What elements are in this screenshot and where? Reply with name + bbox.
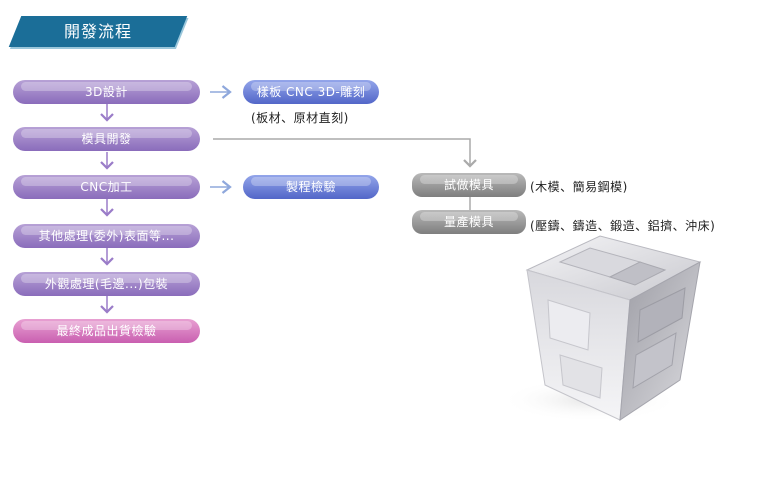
page-title: 開發流程 xyxy=(63,22,132,41)
node-trial-mold[interactable]: 試做模具 xyxy=(412,173,526,197)
branch-process-inspection[interactable]: 製程檢驗 xyxy=(243,175,379,199)
branch-cnc-carving[interactable]: 樣板 CNC 3D-雕刻 xyxy=(243,80,379,104)
production-mold-note: (壓鑄、鑄造、鍛造、鋁擠、沖床) xyxy=(530,219,716,233)
step-surface-treatment[interactable]: 其他處理(委外)表面等... xyxy=(13,224,200,248)
step-3d-design[interactable]: 3D設計 xyxy=(13,80,200,104)
node-production-mold[interactable]: 量產模具 xyxy=(412,210,526,234)
step-appearance-packaging[interactable]: 外觀處理(毛邊...)包裝 xyxy=(13,272,200,296)
step-mold-development[interactable]: 模具開發 xyxy=(13,127,200,151)
arrow-mold-branch xyxy=(213,138,477,168)
trial-mold-note: (木模、簡易鋼模) xyxy=(530,180,628,194)
step-cnc-machining[interactable]: CNC加工 xyxy=(13,175,200,199)
step-final-inspection[interactable]: 最終成品出貨檢驗 xyxy=(13,319,200,343)
branch-cnc-carving-note: (板材、原材直刻) xyxy=(251,111,349,125)
